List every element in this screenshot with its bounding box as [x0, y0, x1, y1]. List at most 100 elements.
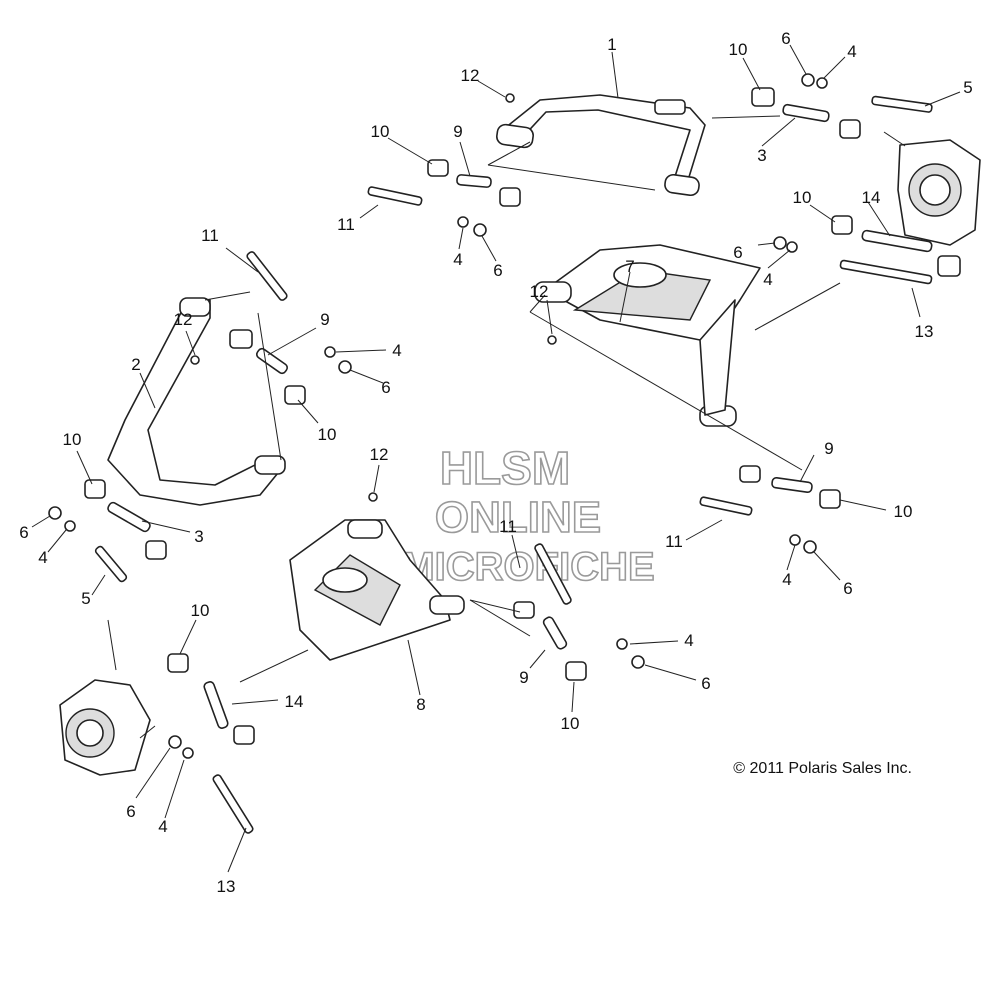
- bushing-10-right-b[interactable]: [937, 255, 961, 277]
- bolt-5-left[interactable]: [94, 545, 128, 583]
- callout-3: 3: [757, 146, 766, 165]
- pin-9-center[interactable]: [771, 476, 813, 494]
- callout-4: 4: [392, 341, 401, 360]
- bushing-10-lower-left[interactable]: [167, 653, 189, 673]
- left-upper-hardware: [48, 251, 352, 583]
- bushing-10-lower-a[interactable]: [513, 601, 535, 619]
- pin-9-lower[interactable]: [542, 616, 568, 650]
- pin-14-right[interactable]: [861, 229, 933, 253]
- washer-4-right[interactable]: [786, 241, 798, 253]
- bushing-10-left-d[interactable]: [145, 540, 167, 560]
- callout-9: 9: [320, 310, 329, 329]
- callout-10: 10: [318, 425, 337, 444]
- bushing-10-left-a[interactable]: [229, 329, 253, 349]
- callout-11: 11: [201, 226, 219, 245]
- cotter-12-d[interactable]: [368, 492, 378, 502]
- callout-8: 8: [416, 695, 425, 714]
- bushing-10-right[interactable]: [831, 215, 853, 235]
- bushing-10-lower-left-b[interactable]: [233, 725, 255, 745]
- bolt-13-right[interactable]: [839, 259, 933, 285]
- bushing-10-upper-b[interactable]: [839, 119, 861, 139]
- bolt-11-center[interactable]: [699, 496, 753, 516]
- washer-4-lower[interactable]: [616, 638, 628, 650]
- callout-12: 12: [530, 282, 549, 301]
- washer-4-lower-left[interactable]: [182, 747, 194, 759]
- nut-6-left[interactable]: [338, 360, 352, 374]
- bushing-10-left-c[interactable]: [84, 479, 106, 499]
- watermark-line-1: HLSM: [440, 442, 570, 494]
- bushing-10-upper-c[interactable]: [427, 159, 449, 177]
- upper-a-arm-right[interactable]: [496, 94, 706, 197]
- nut-6-center[interactable]: [803, 540, 817, 554]
- callout-6: 6: [733, 243, 742, 262]
- callout-10: 10: [561, 714, 580, 733]
- callout-9: 9: [519, 668, 528, 687]
- callout-9: 9: [824, 439, 833, 458]
- hub-knuckle-right[interactable]: [897, 139, 981, 246]
- callout-12: 12: [370, 445, 389, 464]
- center-left-hardware: [513, 543, 645, 681]
- hub-knuckle-left[interactable]: [59, 679, 151, 776]
- callout-5: 5: [81, 589, 90, 608]
- washer-4-upper[interactable]: [816, 77, 828, 89]
- callout-9: 9: [453, 122, 462, 141]
- pin-9-left[interactable]: [255, 347, 289, 375]
- cotter-12-a[interactable]: [505, 93, 515, 103]
- cotter-12-c[interactable]: [190, 355, 200, 365]
- watermark-line-3: MICROFICHE: [401, 545, 654, 589]
- watermark: HLSM ONLINE MICROFICHE: [401, 441, 656, 590]
- bushing-10-center[interactable]: [739, 465, 761, 483]
- nut-6-left-b[interactable]: [48, 506, 62, 520]
- nut-6-lower-left[interactable]: [168, 735, 182, 749]
- callout-6: 6: [781, 29, 790, 48]
- bushing-10-left-b[interactable]: [284, 385, 306, 405]
- bolt-11-upper[interactable]: [367, 186, 423, 206]
- bolt-13-left[interactable]: [212, 774, 254, 834]
- callout-12: 12: [174, 310, 193, 329]
- callout-10: 10: [729, 40, 748, 59]
- nut-6-lower[interactable]: [631, 655, 645, 669]
- callout-10: 10: [371, 122, 390, 141]
- pin-9-upper[interactable]: [456, 174, 492, 188]
- right-lower-hardware: [773, 215, 961, 285]
- callout-14: 14: [862, 188, 881, 207]
- pin-3-upper[interactable]: [782, 103, 830, 123]
- bolt-11-lower[interactable]: [534, 543, 572, 605]
- washer-4-left-b[interactable]: [64, 520, 76, 532]
- nut-6-upper[interactable]: [801, 73, 815, 87]
- callout-3: 3: [194, 527, 203, 546]
- callout-10: 10: [63, 430, 82, 449]
- bushing-10-lower-b[interactable]: [565, 661, 587, 681]
- upper-hardware-group: [367, 73, 933, 237]
- callout-12: 12: [461, 66, 480, 85]
- pin-3-left[interactable]: [107, 501, 152, 533]
- callout-labels: 1 10 6 4 5 12 10 9 3 11 4 6 10 14 6 4 13…: [19, 29, 972, 896]
- callout-4: 4: [453, 250, 462, 269]
- copyright-notice: © 2011 Polaris Sales Inc.: [733, 760, 912, 777]
- lower-a-arm-left[interactable]: [289, 519, 465, 661]
- callout-4: 4: [684, 631, 693, 650]
- nut-6-right[interactable]: [773, 236, 787, 250]
- nut-6-upper-b[interactable]: [473, 223, 487, 237]
- bolt-11-left[interactable]: [246, 251, 288, 302]
- upper-a-arm-left[interactable]: [107, 297, 286, 506]
- callout-6: 6: [19, 523, 28, 542]
- bolt-5-upper[interactable]: [871, 95, 933, 113]
- washer-4-left[interactable]: [324, 346, 336, 358]
- bushing-10-center-b[interactable]: [819, 489, 841, 509]
- cotter-12-b[interactable]: [547, 335, 557, 345]
- lower-a-arm-right[interactable]: [534, 244, 761, 427]
- washer-4-center[interactable]: [789, 534, 801, 546]
- callout-13: 13: [217, 877, 236, 896]
- callout-6: 6: [701, 674, 710, 693]
- callout-4: 4: [847, 42, 856, 61]
- bushing-10-upper-a[interactable]: [751, 87, 775, 107]
- bushing-10-upper-d[interactable]: [499, 187, 521, 207]
- callout-10: 10: [894, 502, 913, 521]
- pin-14-left[interactable]: [203, 681, 229, 730]
- callout-11: 11: [499, 517, 517, 536]
- callout-6: 6: [843, 579, 852, 598]
- washer-4-upper-b[interactable]: [457, 216, 469, 228]
